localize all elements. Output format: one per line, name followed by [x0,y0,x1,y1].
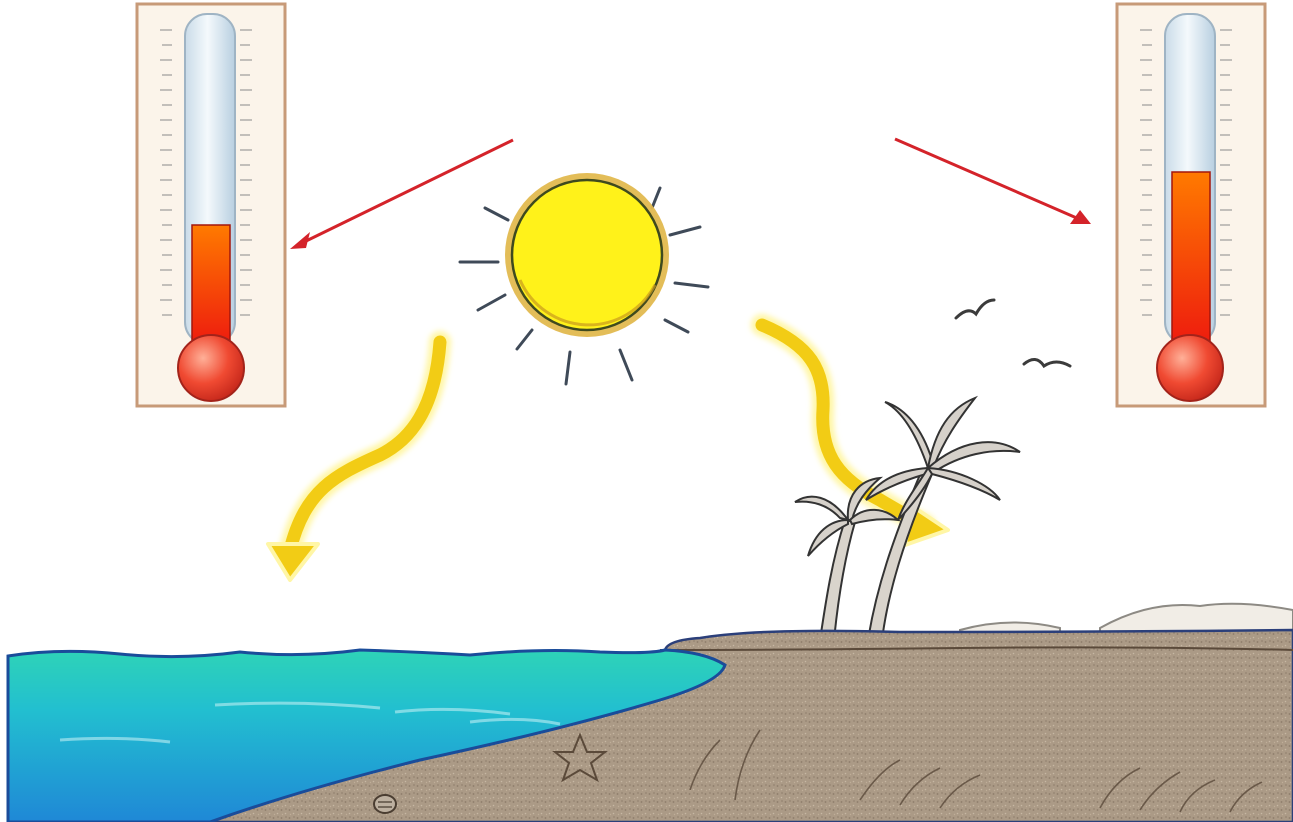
red-arrow-icon [895,139,1091,224]
red-arrow-icon [290,140,513,249]
mercury-column [1172,172,1210,344]
shell-icon [374,795,396,813]
sunray-arrow-icon [268,342,440,580]
thermometer-bulb [178,335,244,401]
sun-icon [460,173,708,384]
mercury-column [192,225,230,344]
thermometer-land [1117,4,1265,406]
thermometer-bulb [1157,335,1223,401]
bird-icon [1024,359,1070,366]
bird-icon [956,300,994,318]
thermometer-water [137,4,285,406]
